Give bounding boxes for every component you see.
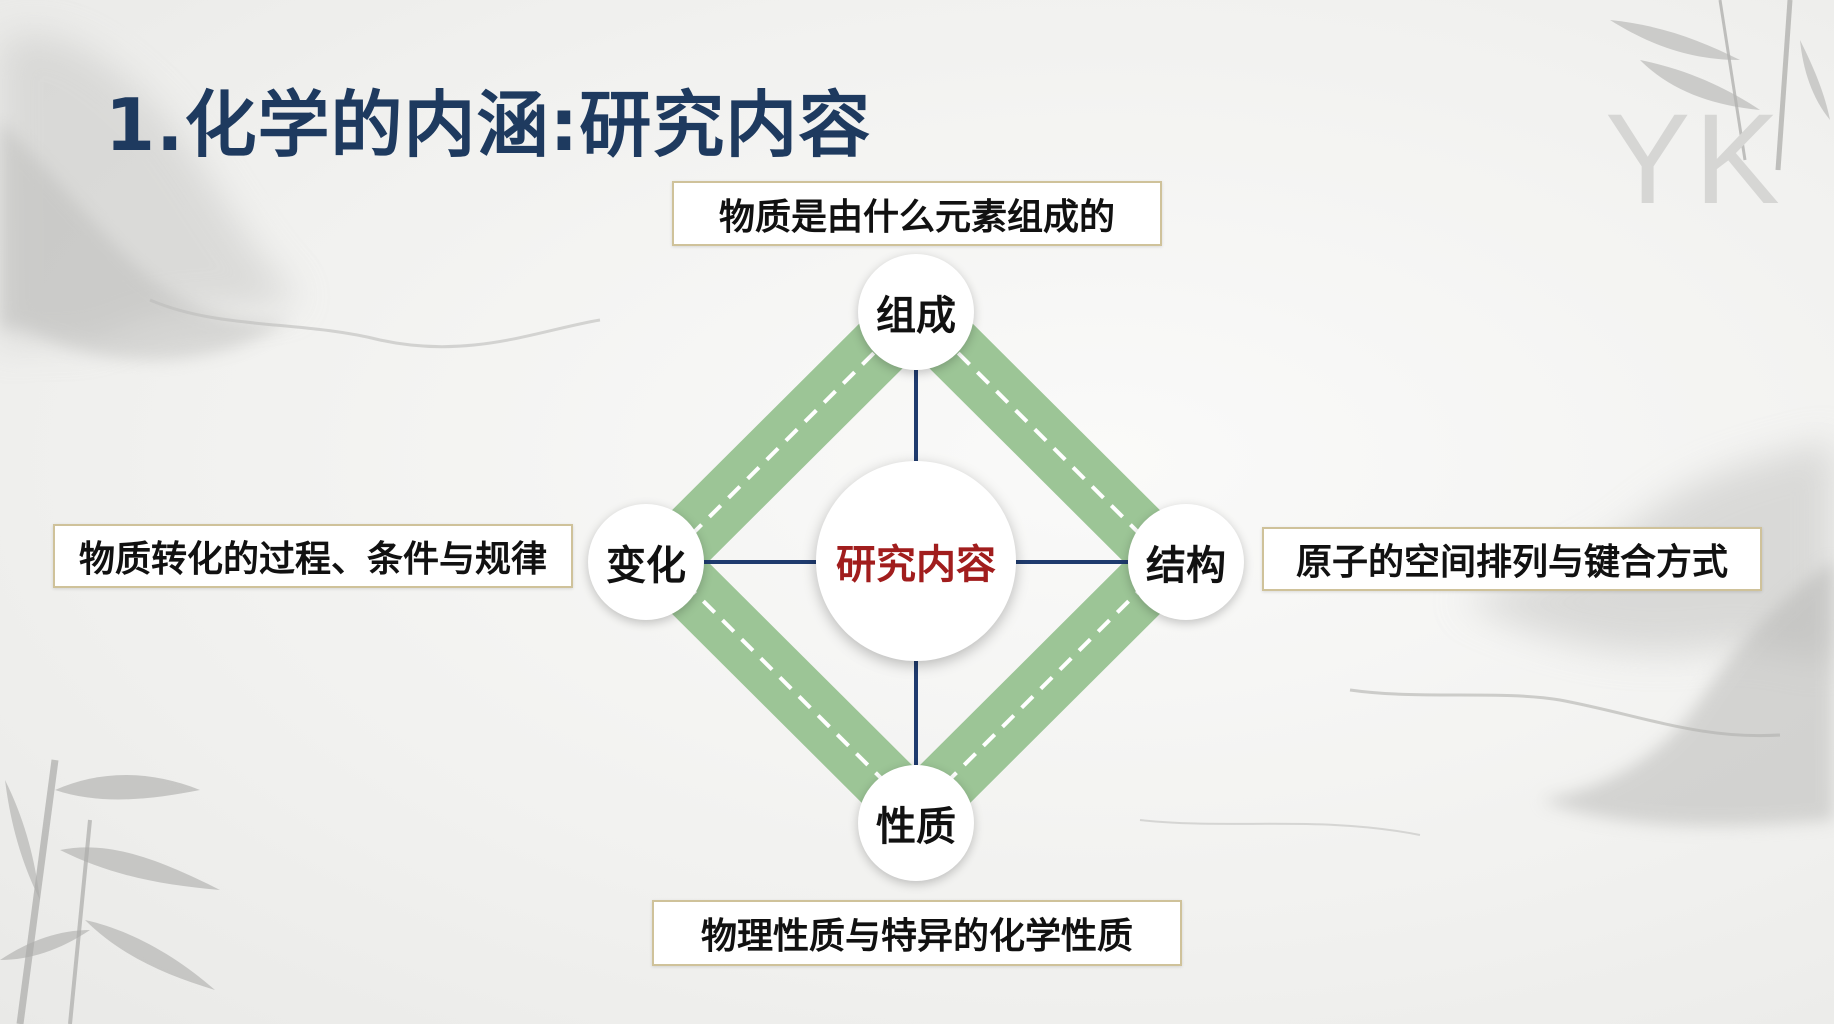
description-box-composition: 物质是由什么元素组成的 (672, 181, 1162, 246)
description-box-property: 物理性质与特异的化学性质 (652, 900, 1182, 966)
page-title: 1.化学的内涵:研究内容 (105, 83, 872, 167)
node-change: 变化 (588, 504, 704, 620)
node-composition: 组成 (858, 254, 974, 370)
node-property: 性质 (858, 765, 974, 881)
description-box-change: 物质转化的过程、条件与规律 (53, 524, 573, 588)
watermark-logo: YK (1605, 88, 1784, 231)
center-connectors (704, 370, 1128, 765)
node-center-research-content: 研究内容 (816, 461, 1016, 661)
node-structure: 结构 (1128, 504, 1244, 620)
description-box-structure: 原子的空间排列与键合方式 (1262, 527, 1762, 591)
